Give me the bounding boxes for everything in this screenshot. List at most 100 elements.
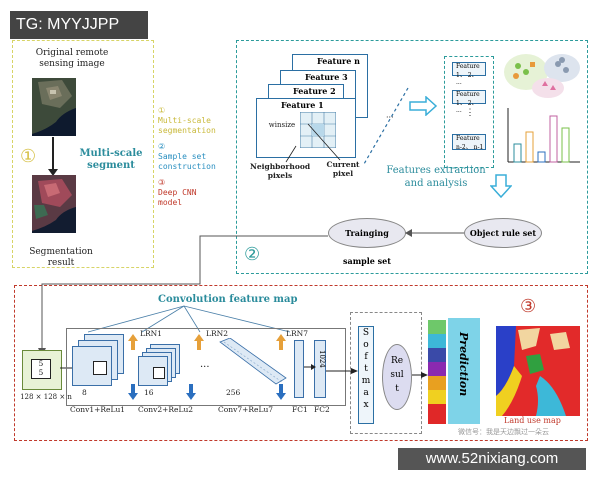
conv1-label: Conv1+ReLu1 (70, 405, 126, 414)
step-one-marker: ① (20, 146, 37, 167)
multiscale-segment-label: Multi-scale segment (78, 148, 144, 172)
conv2-kernel (153, 367, 165, 379)
fc-size-label: 1024 (318, 350, 326, 368)
legend-step2: ② Sample set construction (158, 142, 234, 172)
softmax-x: x (363, 400, 369, 410)
kernel-size-b: 5 (38, 369, 44, 377)
segment-arrow-head (48, 169, 58, 176)
svg-text:···: ··· (386, 113, 394, 122)
legend-step2-num: ② (158, 142, 166, 151)
mini-card-dots: ⋮ (465, 108, 475, 118)
conv2-depth: 16 (144, 388, 154, 397)
extraction-line2: and analysis (404, 178, 468, 189)
mini-card-2: Feature 1、 2、 ... (452, 90, 486, 114)
object-rule-set: Object rule set (464, 218, 542, 248)
input-kernel: 5 5 (31, 359, 51, 379)
softmax-o: o (363, 340, 369, 350)
kernel-size-a: 5 (38, 360, 44, 368)
conv1-arrow-down (128, 384, 138, 400)
seg-label-line1: Segmentation (29, 247, 93, 257)
land-use-label: Land use map (504, 416, 561, 425)
watermark-tag: TG: MYYJJPP (10, 11, 148, 39)
rule-to-sample-arrow (405, 229, 464, 237)
features-extraction-label: Features extraction and analysis (380, 164, 492, 190)
input-dims-label: 128 × 128 × n (20, 393, 72, 401)
legend-step1: ① Multi-scale segmentation (158, 106, 234, 136)
multiscale-line2: segment (87, 160, 135, 171)
legend-step1-line2: segmentation (158, 126, 216, 135)
segmentation-result-image (32, 175, 76, 233)
current-line2: pixel (332, 169, 354, 178)
legend-step1-line1: Multi-scale (158, 116, 211, 125)
current-pixel-label: Current pixel (320, 160, 366, 178)
result-t: t (395, 384, 399, 394)
cnn-frame (66, 328, 346, 406)
conv2-label: Conv2+ReLu2 (138, 405, 194, 414)
arrow-down-icon (490, 174, 512, 198)
conv1-cube-front (72, 346, 112, 386)
softmax-f: f (364, 352, 368, 362)
legend-step1-num: ① (158, 106, 166, 115)
feature-bar-chart (507, 108, 580, 163)
watermark-site: www.52nixiang.com (398, 448, 586, 470)
dashed-diagonal: ··· (363, 87, 409, 165)
legend-step2-line1: Sample set (158, 152, 207, 161)
cluster-bubbles (504, 54, 580, 98)
fc-arrow (304, 364, 316, 370)
lrn1-arrow-up (128, 334, 138, 350)
result-arrow (412, 372, 428, 378)
layer-dots: ··· (200, 362, 210, 373)
conv1-depth: 8 (82, 388, 87, 397)
panel-segmentation (12, 40, 154, 268)
original-remote-image (32, 78, 76, 136)
winsize-label: winsize (268, 121, 296, 129)
segmentation-result-label: Segmentation result (16, 247, 106, 269)
legend-step3-num: ③ (158, 178, 166, 187)
class-color-strip (428, 320, 446, 424)
feature-vector-group (444, 56, 494, 168)
extraction-line1: Features extraction (386, 165, 486, 176)
seg-label-line2: result (47, 258, 75, 268)
legend-step2-line2: construction (158, 162, 216, 171)
feature-3-label: Feature 3 (305, 72, 348, 82)
training-sample-set: Trainging sample set (328, 218, 406, 266)
result-re: Re (390, 356, 404, 366)
feature-2-label: Feature 2 (293, 86, 336, 96)
mini-card-1: Feature 1、 2、 ... (452, 62, 486, 86)
neighborhood-line2: pixels (267, 171, 293, 180)
neighborhood-label: Neighborhood pixels (250, 162, 310, 180)
original-label-line2: sensing image (39, 59, 105, 69)
segment-arrow-line (52, 137, 54, 173)
conv7-slab (219, 338, 287, 385)
prediction-text: Prediction (457, 332, 470, 397)
wechat-watermark: 微信号：我是天边飘过一朵云 (458, 428, 549, 436)
conv1-kernel (93, 361, 107, 375)
mini-card-3: Feature n-2、 n-1 (452, 134, 486, 151)
softmax-m: m (361, 376, 371, 386)
panel-sample-construction (236, 40, 588, 274)
conv7-label: Conv7+ReLu7 (218, 405, 274, 414)
lrn1-label: LRN1 (140, 329, 162, 338)
conv-fan-lines (87, 305, 291, 333)
input-patch: 5 5 (22, 350, 62, 390)
panel-cnn-model (14, 285, 588, 441)
feature-1-label: Feature 1 (281, 100, 324, 110)
conv2-cube-front (138, 356, 168, 386)
original-image-label: Original remote sensing image (18, 48, 126, 70)
feature-n-label: Feature n (317, 56, 360, 66)
conv7-arrow-down (276, 384, 286, 400)
multiscale-line1: Multi-scale (79, 148, 143, 159)
lrn7-label: LRN7 (286, 329, 308, 338)
legend: ① Multi-scale segmentation ② Sample set … (158, 106, 234, 208)
lrn7-arrow-up (276, 334, 286, 350)
conv-feature-map-title: Convolution feature map (158, 294, 298, 305)
step-three-marker: ③ (520, 296, 537, 317)
softmax-a: a (363, 388, 369, 398)
neighborhood-line1: Neighborhood (250, 162, 311, 171)
arrow-right-icon (409, 96, 438, 116)
fc2-label: FC2 (314, 405, 330, 414)
prediction-label-block: Prediction (448, 318, 480, 424)
land-use-map (496, 326, 580, 416)
softmax-t: t (364, 364, 368, 374)
result-node: Re sul t (382, 344, 412, 410)
